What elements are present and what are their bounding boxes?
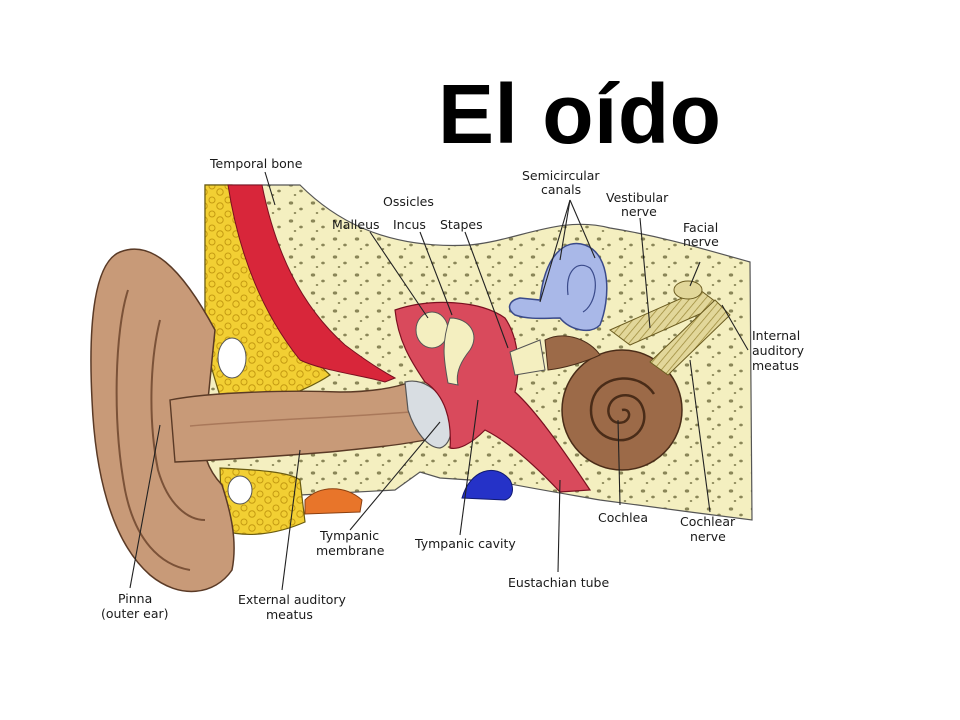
label-facial-1: Facial [683, 220, 718, 235]
cochlear-nerve-bundle [649, 299, 731, 376]
incus-bone [443, 317, 475, 386]
label-cochlear-nerve-1: Cochlear [680, 514, 736, 529]
slide-title: El oído [438, 67, 722, 161]
semicircular-canal-inner [566, 264, 596, 313]
label-facial-2: nerve [683, 234, 719, 249]
label-stapes: Stapes [440, 217, 483, 232]
pinna-helix-fold [115, 289, 191, 571]
muscle-band [227, 184, 397, 383]
vestibule [544, 335, 601, 371]
air-cell-upper [217, 337, 247, 379]
label-external-1: External auditory [238, 592, 347, 607]
label-ossicles: Ossicles [383, 194, 434, 209]
label-tympanic-membrane-1: Tympanic [319, 528, 379, 543]
label-pinna-1: Pinna [118, 591, 152, 606]
canal-inner-line [189, 411, 411, 427]
air-cell-lower [227, 475, 253, 505]
label-vestibular-2: nerve [621, 204, 657, 219]
label-internal-3: meatus [752, 358, 799, 373]
stapes-bone [509, 339, 546, 376]
label-cochlea: Cochlea [598, 510, 648, 525]
eustachian-tube-opening [461, 469, 513, 501]
pinna-antihelix [150, 319, 206, 521]
label-tympanic-membrane-2: membrane [316, 543, 385, 558]
label-malleus: Malleus [332, 217, 380, 232]
malleus-bone [415, 311, 449, 349]
cochlea-spiral [589, 377, 656, 442]
tympanic-membrane [404, 380, 452, 449]
label-tympanic-cavity: Tympanic cavity [414, 536, 516, 551]
label-semicircular-1: Semicircular [522, 168, 600, 183]
label-pinna-2: (outer ear) [101, 606, 169, 621]
label-incus: Incus [393, 217, 426, 232]
label-internal-2: auditory [752, 343, 805, 358]
label-internal-1: Internal [752, 328, 800, 343]
label-eustachian-tube: Eustachian tube [508, 575, 609, 590]
orange-tissue [304, 488, 363, 515]
label-temporal-bone: Temporal bone [209, 156, 303, 171]
pinna [90, 248, 235, 593]
label-cochlear-nerve-2: nerve [690, 529, 726, 544]
facial-nerve-end [673, 280, 703, 300]
label-semicircular-2: canals [541, 182, 581, 197]
label-vestibular-1: Vestibular [606, 190, 669, 205]
label-external-2: meatus [266, 607, 313, 622]
